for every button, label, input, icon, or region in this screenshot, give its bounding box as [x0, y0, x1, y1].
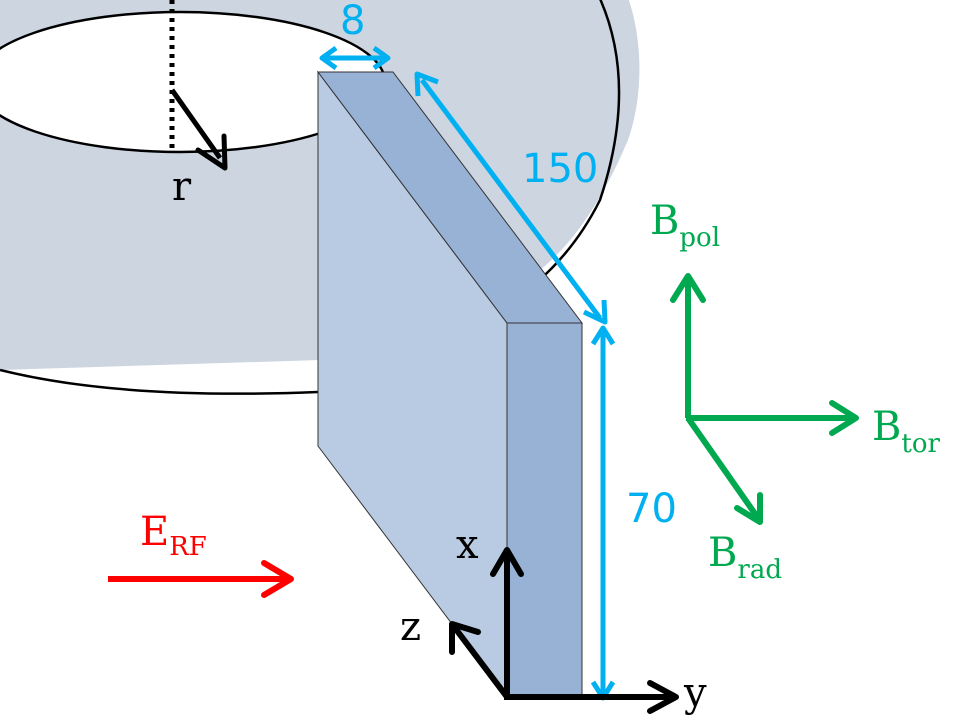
- e-rf-label: ERF: [140, 509, 207, 562]
- b-rad-arrow: [685, 416, 761, 520]
- radius-label: r: [172, 164, 192, 210]
- dimension-length: 150: [414, 71, 608, 325]
- z-axis-label: z: [400, 604, 421, 650]
- torus-bottom-edge: [0, 368, 319, 395]
- b-pol-label: Bpol: [650, 198, 720, 253]
- coordinate-axes: x y z: [400, 522, 707, 716]
- radius-arrowhead: [195, 133, 228, 171]
- height-label: 70: [626, 486, 677, 532]
- dimension-width: 8: [319, 0, 391, 71]
- x-axis-label: x: [456, 522, 479, 568]
- b-rad-label: Brad: [708, 530, 782, 585]
- e-field: ERF: [108, 509, 294, 598]
- radius-arrow: [169, 88, 223, 160]
- dimension-height: 70: [590, 325, 677, 701]
- b-field-axes: Bpol Btor Brad: [650, 198, 941, 585]
- plate: [316, 70, 584, 699]
- plate-side-face: [506, 322, 583, 698]
- z-axis: [452, 626, 510, 699]
- width-label: 8: [340, 0, 365, 44]
- b-tor-label: Btor: [872, 404, 941, 459]
- length-label: 150: [522, 146, 598, 192]
- y-axis-label: y: [683, 670, 707, 716]
